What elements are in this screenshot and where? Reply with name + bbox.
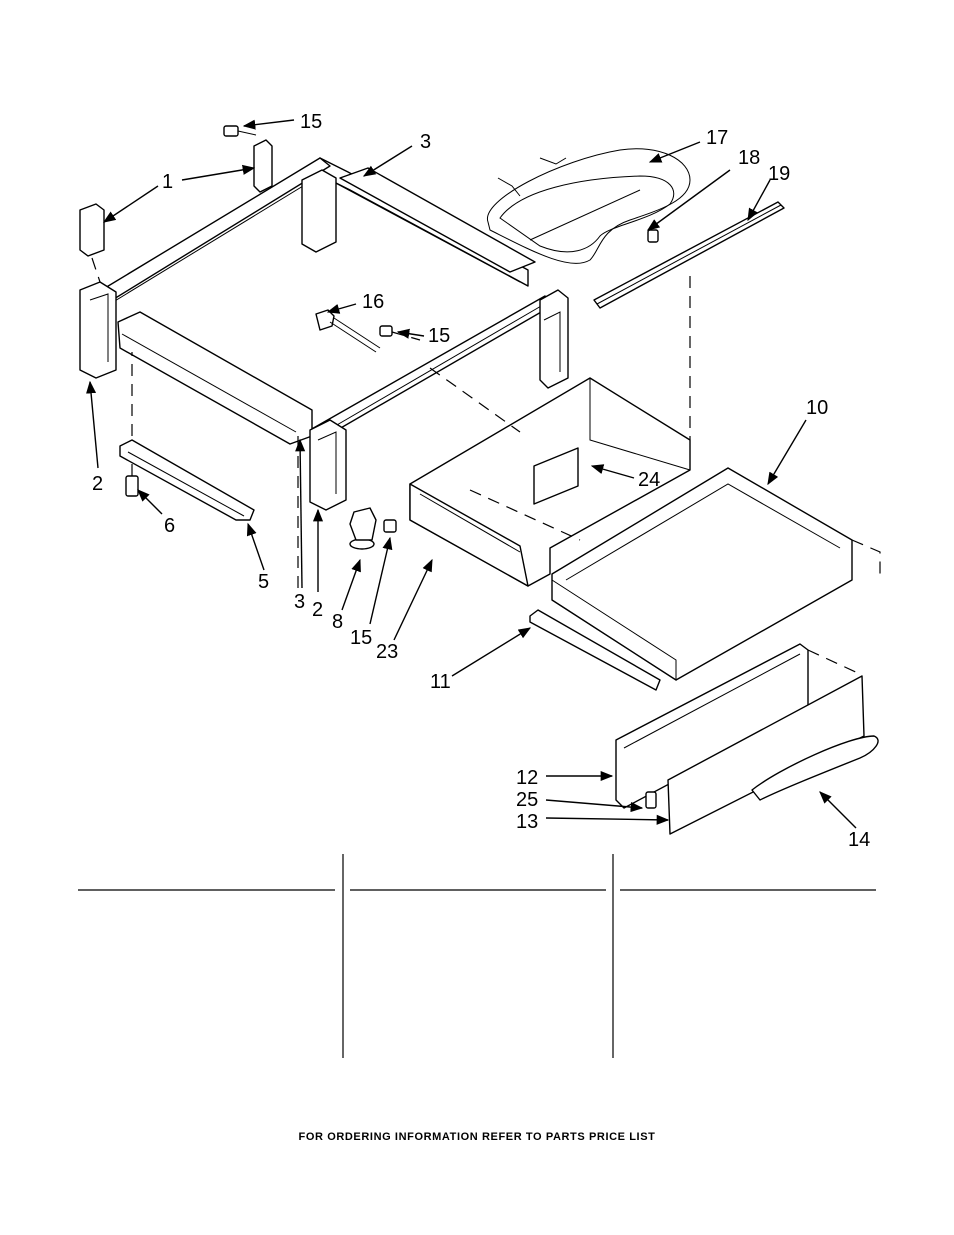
callout-24: 24: [638, 469, 660, 491]
part-16-sensor: [315, 309, 381, 353]
callout-15-top: 15: [300, 111, 322, 133]
part-19-trim-strip: [593, 201, 785, 309]
callout-14: 14: [848, 829, 870, 851]
footer-ordering-note: FOR ORDERING INFORMATION REFER TO PARTS …: [298, 1131, 656, 1143]
callout-18: 18: [738, 147, 760, 169]
part-18-screw: [647, 229, 659, 243]
callout-1: 1: [162, 171, 173, 193]
callout-12: 12: [516, 767, 538, 789]
callout-leaders: [86, 119, 857, 829]
callout-23: 23: [376, 641, 398, 663]
callout-11: 11: [430, 671, 451, 693]
callout-17: 17: [706, 127, 728, 149]
callout-5: 5: [258, 571, 269, 593]
callout-19: 19: [768, 163, 790, 185]
callout-2-left: 2: [92, 473, 103, 495]
guide-lines: [297, 276, 881, 675]
callout-16: 16: [362, 291, 384, 313]
part-15-screw-top: [223, 125, 257, 137]
part-11-drawer-slide: [529, 609, 661, 691]
part-1-bracket: [253, 139, 273, 193]
part-10-drawer-liner: [551, 467, 853, 681]
part-17-heating-element: [487, 148, 691, 264]
part-14-outer-panel: [667, 675, 879, 835]
part-8-anti-tip-bracket: [349, 507, 377, 550]
callout-6: 6: [164, 515, 175, 537]
left-side-bracket: [79, 203, 105, 283]
callout-25: 25: [516, 789, 538, 811]
chassis-frame: [79, 157, 569, 511]
callout-3-top: 3: [420, 131, 431, 153]
callout-3-front: 3: [294, 591, 305, 613]
callout-13: 13: [516, 811, 538, 833]
part-13-screw: [645, 791, 657, 809]
part-15-screw-lower: [383, 519, 397, 533]
callout-labels: 15 1 3 17 18 19 16 15 10 24 2 6 5 3 2 8 …: [92, 111, 870, 851]
part-6-leveling-leg: [125, 352, 139, 497]
callout-15-middle: 15: [428, 325, 450, 347]
callout-2-front: 2: [312, 599, 323, 621]
callout-15-lower: 15: [350, 627, 372, 649]
callout-8: 8: [332, 611, 343, 633]
part-5-drawer-slide-rail: [119, 439, 255, 521]
part-15-screw-middle: [379, 325, 421, 341]
callout-10: 10: [806, 397, 828, 419]
parts-table-grid: [78, 854, 876, 1058]
part-24-plate: [533, 447, 579, 505]
